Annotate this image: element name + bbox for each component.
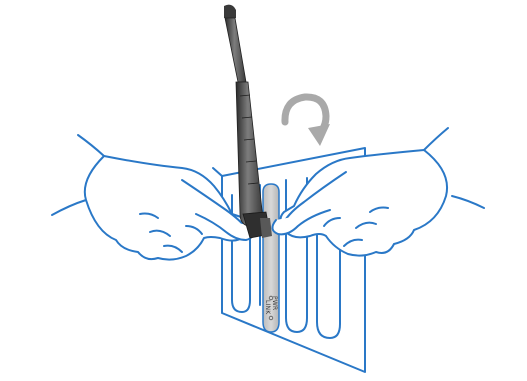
right-hand [272, 128, 484, 256]
rotate-arrow-icon [285, 97, 330, 146]
link-label: LINK [264, 300, 271, 315]
pwr-label: PWR [271, 296, 278, 310]
